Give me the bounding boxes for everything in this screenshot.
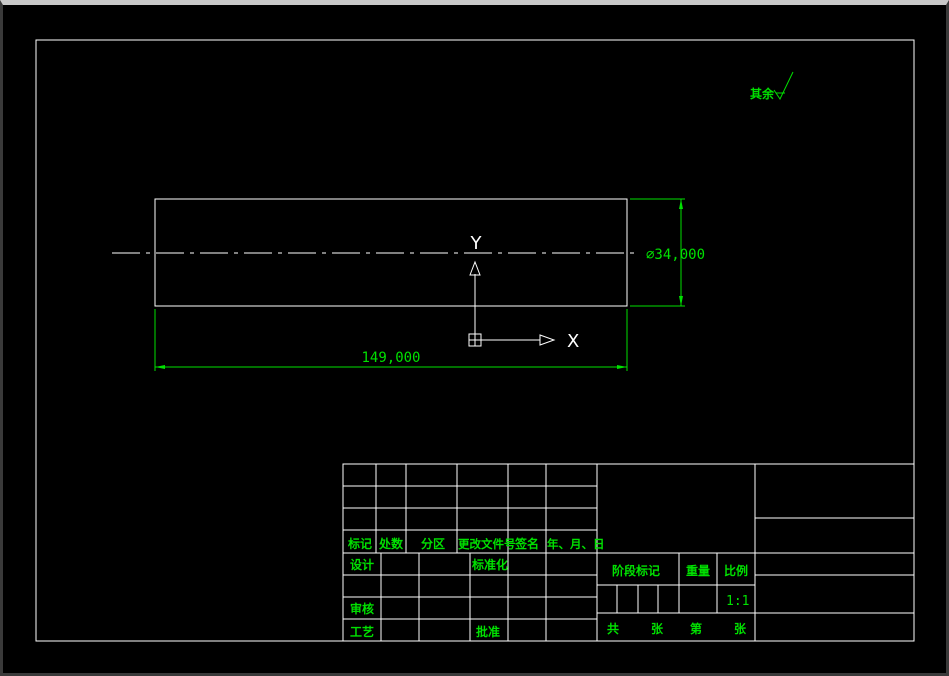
diameter-dimension[interactable]	[630, 198, 685, 307]
tb-change-doc: 更改文件号	[458, 537, 516, 551]
tb-review: 审核	[350, 601, 374, 616]
tb-signature: 签名	[514, 536, 539, 551]
length-dimension[interactable]	[154, 309, 628, 371]
diameter-dimension-text: ⌀34,000	[646, 247, 705, 263]
tb-scale: 比例	[724, 563, 748, 578]
tb-scale-value: 1:1	[726, 594, 749, 609]
tb-standardize: 标准化	[471, 557, 508, 572]
roughness-symbol-icon	[773, 71, 794, 101]
tb-zone: 分区	[421, 536, 445, 551]
ucs-icon	[468, 260, 556, 347]
tb-mark: 标记	[347, 536, 372, 551]
part-outline[interactable]	[154, 198, 628, 307]
tb-process: 工艺	[350, 624, 374, 639]
tb-weight: 重量	[686, 563, 710, 578]
tb-total: 共	[607, 621, 619, 636]
tb-nth: 第	[690, 621, 702, 636]
tb-sheet2: 张	[734, 621, 747, 636]
tb-date: 年、月、日	[547, 537, 605, 551]
title-block	[342, 463, 915, 642]
tb-sheet: 张	[651, 621, 664, 636]
axis-y-label: Y	[470, 233, 483, 254]
tb-count: 处数	[378, 536, 404, 551]
tb-design: 设计	[350, 557, 374, 572]
tb-approve: 批准	[476, 624, 500, 639]
length-dimension-text: 149,000	[361, 350, 420, 366]
surface-note: 其余	[750, 86, 775, 101]
axis-x-label: X	[567, 331, 579, 352]
tb-stage-mark: 阶段标记	[612, 563, 660, 578]
